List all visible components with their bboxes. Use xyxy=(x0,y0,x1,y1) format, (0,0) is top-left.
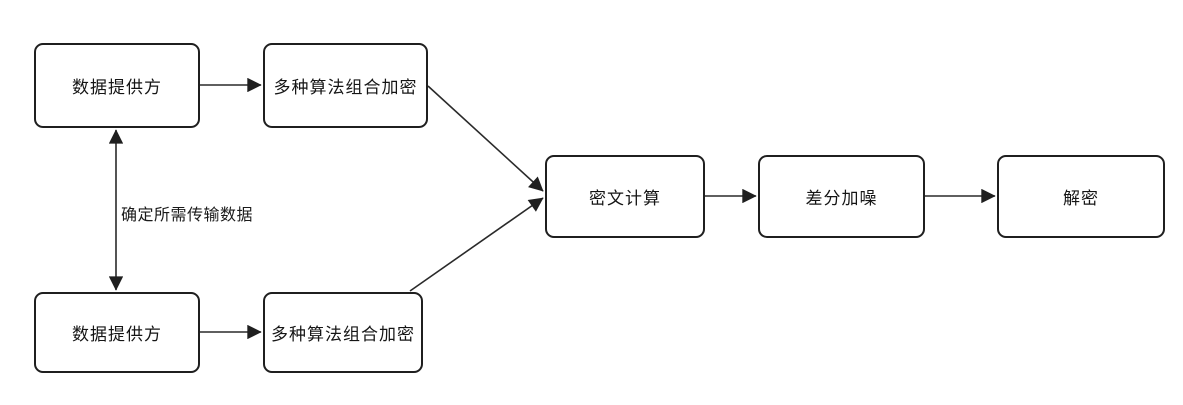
edge-label-transfer-data: 确定所需传输数据 xyxy=(121,205,254,224)
node-multi-algorithm-encrypt-top: 多种算法组合加密 xyxy=(263,43,428,128)
node-label: 数据提供方 xyxy=(72,325,162,345)
node-label: 数据提供方 xyxy=(72,78,162,98)
arrow-encrypt-bottom-to-cipher xyxy=(409,197,544,292)
node-data-provider-top: 数据提供方 xyxy=(34,43,200,128)
node-differential-noise: 差分加噪 xyxy=(758,155,925,238)
node-data-provider-bottom: 数据提供方 xyxy=(34,292,200,373)
node-ciphertext-compute: 密文计算 xyxy=(545,155,705,238)
node-label: 多种算法组合加密 xyxy=(273,78,418,98)
arrow-encrypt-top-to-cipher xyxy=(427,85,544,192)
node-label: 密文计算 xyxy=(589,189,661,209)
node-decrypt: 解密 xyxy=(997,155,1165,238)
node-label: 差分加噪 xyxy=(805,189,878,209)
node-label: 多种算法组合加密 xyxy=(271,325,415,345)
node-label: 解密 xyxy=(1063,189,1099,209)
node-multi-algorithm-encrypt-bottom: 多种算法组合加密 xyxy=(263,292,423,373)
